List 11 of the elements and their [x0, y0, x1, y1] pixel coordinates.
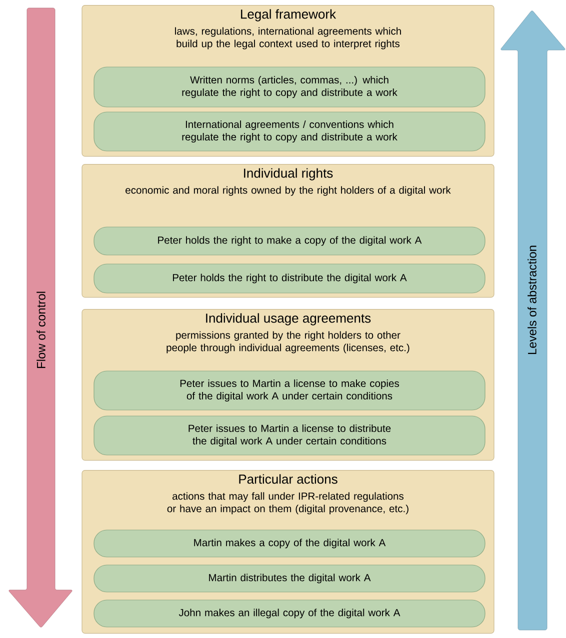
statement-pill: Martin distributes the digital work A	[94, 564, 486, 592]
statement-pill: John makes an illegal copy of the digital work A	[94, 600, 486, 628]
arrow-label: Flow of control	[36, 292, 46, 368]
statement-pill: International agreements / conventions which regulate the right to copy and distribute a work	[94, 112, 486, 152]
statement-pill: Martin makes a copy of the digital work A	[94, 530, 486, 558]
statement-pill: Peter holds the right to make a copy of the digital work A	[94, 226, 486, 256]
arrow-label: Levels of abstraction	[528, 246, 536, 354]
statement-pill: Peter issues to Martin a license to make copies of the digital work A under certain conditions	[94, 370, 486, 410]
statement-pill: Written norms (articles, commas, ...) which regulate the right to copy and distribute a work	[94, 66, 486, 108]
statement-pill: Peter issues to Martin a license to distribute the digital work A under certain conditions	[94, 416, 486, 456]
statement-pill: Peter holds the right to distribute the digital work A	[94, 264, 486, 294]
